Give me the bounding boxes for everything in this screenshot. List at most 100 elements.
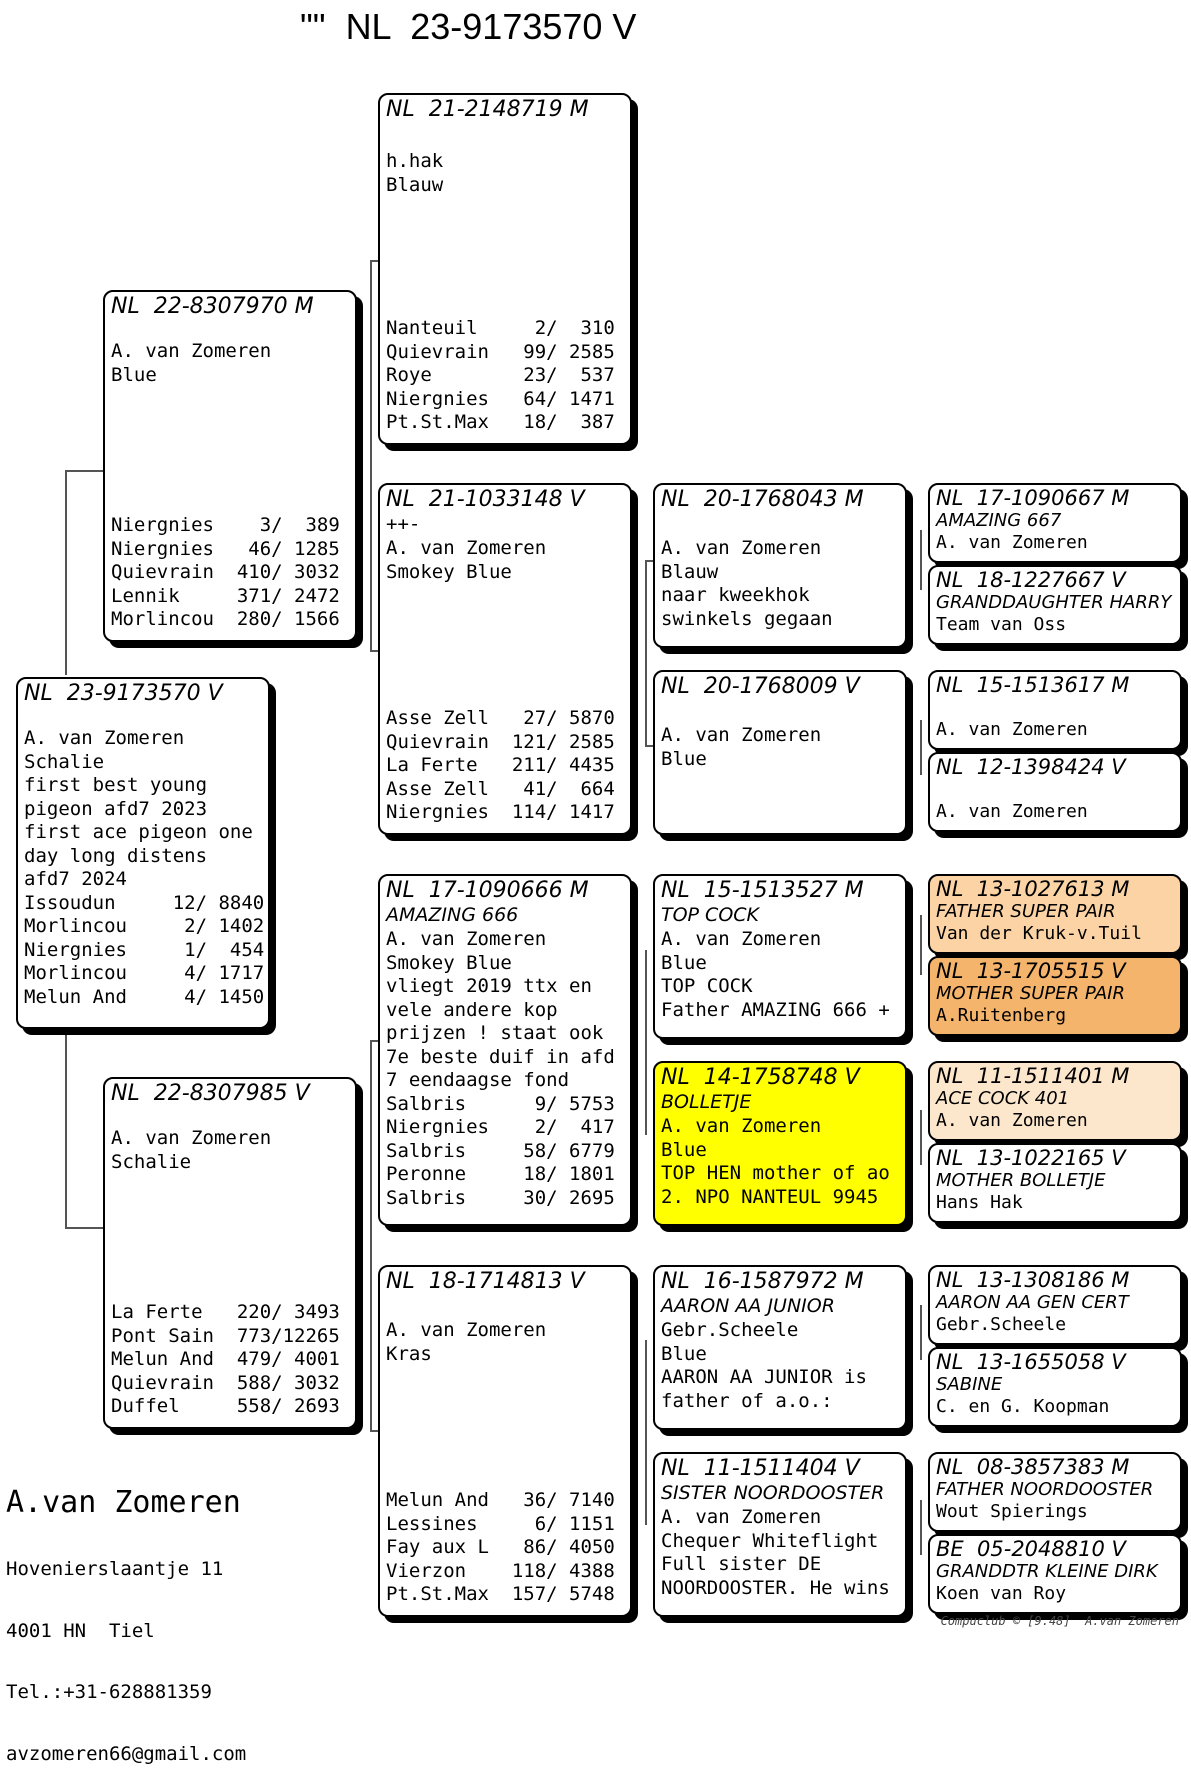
breeder-email: avzomeren66@gmail.com [6, 1742, 247, 1765]
pigeon-details: A. van Zomeren Smokey Blue [386, 537, 547, 583]
ring-number: NL 21-2148719 M [386, 97, 589, 122]
pigeon-card-g3: NL 15-1513617 M A. van Zomeren [928, 670, 1182, 750]
pigeon-details: A. van Zomeren Blue [661, 724, 822, 770]
pigeon-owner: A. van Zomeren [936, 1110, 1088, 1131]
pigeon-owner: Van der Kruk-v.Tuil [936, 923, 1142, 944]
pigeon-details: A. van Zomeren Blauw naar kweekhok swink… [661, 537, 833, 630]
pigeon-card-mmf: NL 16-1587972 M AARON AA JUNIOR Gebr.Sch… [653, 1265, 907, 1430]
connector [65, 470, 67, 675]
ring-number: NL 13-1705515 V [936, 959, 1126, 983]
pigeon-name: GRANDDTR KLEINE DIRK [936, 1561, 1158, 1582]
ring-number: NL 13-1027613 M [936, 877, 1130, 901]
breeder-phone: Tel.:+31-628881359 [6, 1681, 212, 1703]
connector [370, 1040, 372, 1432]
connector [645, 560, 653, 562]
pigeon-name: FATHER NOORDOOSTER [936, 1479, 1154, 1500]
pigeon-name: AARON AA JUNIOR [661, 1295, 835, 1317]
pigeon-name: AMAZING 666 [386, 904, 519, 926]
pigeon-details: Gebr.Scheele Blue AARON AA JUNIOR is fat… [661, 1319, 867, 1412]
pigeon-name: AMAZING 667 [936, 510, 1062, 531]
pigeon-card-g5: NL 13-1027613 M FATHER SUPER PAIR Van de… [928, 874, 1182, 954]
breeder-address: A.van Zomeren Hovenierslaantje 11 4001 H… [6, 1448, 246, 1785]
pigeon-name: MOTHER SUPER PAIR [936, 983, 1125, 1004]
pigeon-name: ACE COCK 401 [936, 1088, 1070, 1109]
pigeon-card-mff: NL 15-1513527 M TOP COCK A. van Zomeren … [653, 874, 907, 1039]
pigeon-card-g4: NL 12-1398424 V A. van Zomeren [928, 752, 1182, 832]
pigeon-card-g2: NL 18-1227667 V GRANDDAUGHTER HARRY Team… [928, 565, 1182, 645]
pigeon-owner: Team van Oss [936, 614, 1067, 635]
pigeon-card-mmm: NL 11-1511404 V SISTER NOORDOOSTER A. va… [653, 1452, 907, 1617]
pigeon-card-fmm: NL 20-1768009 V A. van Zomeren Blue [653, 670, 907, 835]
connector [920, 720, 922, 775]
ring-number: NL 13-1308186 M [936, 1268, 1130, 1292]
connector [370, 650, 378, 652]
ring-number: NL 13-1655058 V [936, 1350, 1126, 1374]
ring-number: NL 16-1587972 M [661, 1269, 864, 1294]
breeder-name: A.van Zomeren [6, 1485, 241, 1520]
pigeon-owner: C. en G. Koopman [936, 1396, 1110, 1417]
pigeon-card-father: NL 22-8307970 M A. van Zomeren Blue Nier… [103, 290, 357, 642]
pigeon-owner: A. van Zomeren [936, 801, 1088, 822]
pigeon-card-fmf: NL 20-1768043 M A. van Zomeren Blauw naa… [653, 483, 907, 648]
ring-number: NL 20-1768043 M [661, 487, 864, 512]
ring-number: NL 20-1768009 V [661, 674, 860, 699]
pigeon-tag: ++- [386, 513, 421, 535]
pigeon-owner: Wout Spierings [936, 1501, 1088, 1522]
ring-number: NL 11-1511401 M [936, 1064, 1130, 1088]
race-results: Melun And 36/ 7140 Lessines 6/ 1151 Fay … [386, 1489, 615, 1605]
pigeon-card-g8: NL 13-1022165 V MOTHER BOLLETJE Hans Hak [928, 1143, 1182, 1223]
pigeon-owner: Gebr.Scheele [936, 1314, 1067, 1335]
ring-number: NL 23-9173570 V [24, 681, 223, 706]
pigeon-name: AARON AA GEN CERT [936, 1292, 1129, 1313]
connector [645, 560, 647, 745]
ring-number: NL 15-1513527 M [661, 878, 864, 903]
connector [645, 950, 647, 1135]
pigeon-card-g11: NL 08-3857383 M FATHER NOORDOOSTER Wout … [928, 1452, 1182, 1532]
pigeon-card-g1: NL 17-1090667 M AMAZING 667 A. van Zomer… [928, 483, 1182, 563]
race-results: Nanteuil 2/ 310 Quievrain 99/ 2585 Roye … [386, 317, 615, 433]
pigeon-card-g12: BE 05-2048810 V GRANDDTR KLEINE DIRK Koe… [928, 1534, 1182, 1614]
pigeon-name: FATHER SUPER PAIR [936, 901, 1116, 922]
connector [920, 1305, 922, 1360]
pigeon-details: h.hak Blauw [386, 150, 444, 196]
race-results: La Ferte 220/ 3493 Pont Sain 773/12265 M… [111, 1301, 340, 1417]
ring-number: NL 18-1714813 V [386, 1269, 585, 1294]
ring-number: NL 12-1398424 V [936, 755, 1126, 779]
connector [920, 1110, 922, 1165]
pigeon-details: A. van Zomeren Blue TOP HEN mother of ao… [661, 1115, 890, 1208]
pigeon-name: MOTHER BOLLETJE [936, 1170, 1106, 1191]
ring-number: NL 18-1227667 V [936, 568, 1126, 592]
footer-credit: Compuclub © [9.48] A.van Zomeren [940, 1614, 1179, 1628]
pigeon-card-subject: NL 23-9173570 V A. van Zomeren Schalie f… [16, 677, 270, 1029]
race-results: Asse Zell 27/ 5870 Quievrain 121/ 2585 L… [386, 707, 615, 823]
pigeon-details: A. van Zomeren Chequer Whiteflight Full … [661, 1506, 890, 1599]
pigeon-name: GRANDDAUGHTER HARRY [936, 592, 1172, 613]
connector [645, 1340, 647, 1525]
connector [65, 470, 103, 472]
pigeon-card-fm: NL 21-1033148 V ++- A. van Zomeren Smoke… [378, 483, 632, 835]
pigeon-card-g9: NL 13-1308186 M AARON AA GEN CERT Gebr.S… [928, 1265, 1182, 1345]
pigeon-details: A. van Zomeren Schalie first best young … [24, 727, 265, 1008]
connector [645, 745, 653, 747]
pigeon-name: BOLLETJE [661, 1091, 752, 1113]
pigeon-name: TOP COCK [661, 904, 760, 926]
breeder-street: Hovenierslaantje 11 [6, 1558, 224, 1580]
pigeon-details: A. van Zomeren Blue TOP COCK Father AMAZ… [661, 928, 890, 1021]
pigeon-card-mfm: NL 14-1758748 V BOLLETJE A. van Zomeren … [653, 1061, 907, 1226]
pigeon-card-mm: NL 18-1714813 V A. van Zomeren Kras Melu… [378, 1265, 632, 1617]
pigeon-card-g6: NL 13-1705515 V MOTHER SUPER PAIR A.Ruit… [928, 956, 1182, 1036]
connector [920, 915, 922, 975]
connector [370, 260, 378, 262]
pigeon-details: A. van Zomeren Kras [386, 1319, 547, 1365]
pigeon-owner: Koen van Roy [936, 1583, 1067, 1604]
ring-number: NL 11-1511404 V [661, 1456, 860, 1481]
ring-number: NL 17-1090666 M [386, 878, 589, 903]
pigeon-owner: A.Ruitenberg [936, 1005, 1067, 1026]
pigeon-owner: A. van Zomeren [936, 719, 1088, 740]
race-results: Niergnies 3/ 389 Niergnies 46/ 1285 Quie… [111, 514, 340, 630]
pigeon-card-ff: NL 21-2148719 M h.hak Blauw Nanteuil 2/ … [378, 93, 632, 445]
connector [370, 260, 372, 652]
pigeon-card-mother: NL 22-8307985 V A. van Zomeren Schalie L… [103, 1077, 357, 1429]
ring-number: NL 22-8307970 M [111, 294, 314, 319]
page-title: "" NL 23-9173570 V [300, 6, 637, 47]
